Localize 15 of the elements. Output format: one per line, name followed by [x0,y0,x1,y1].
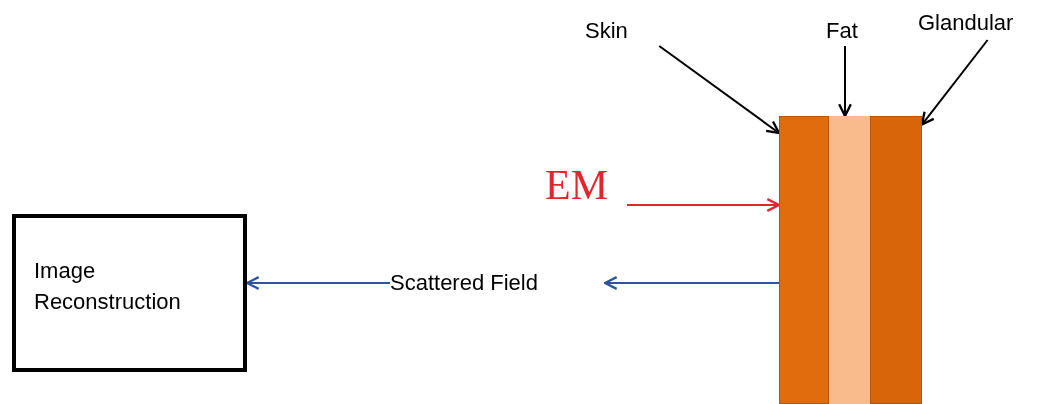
glandular-layer [870,116,922,404]
leader-line [838,45,852,118]
arrow [245,276,391,290]
leader-line [920,39,989,126]
layer-label: Glandular [918,10,1052,40]
field-label: Scattered Field [390,268,605,298]
layer-label: Skin [585,18,660,46]
layer-label: Fat [826,18,866,46]
process-box: Image Reconstruction [12,214,247,372]
arrow [603,276,780,290]
arrow [626,198,781,212]
fat-layer [829,116,870,404]
wave-label: EM [545,160,627,210]
leader-line [658,45,781,135]
skin-layer [779,116,829,404]
